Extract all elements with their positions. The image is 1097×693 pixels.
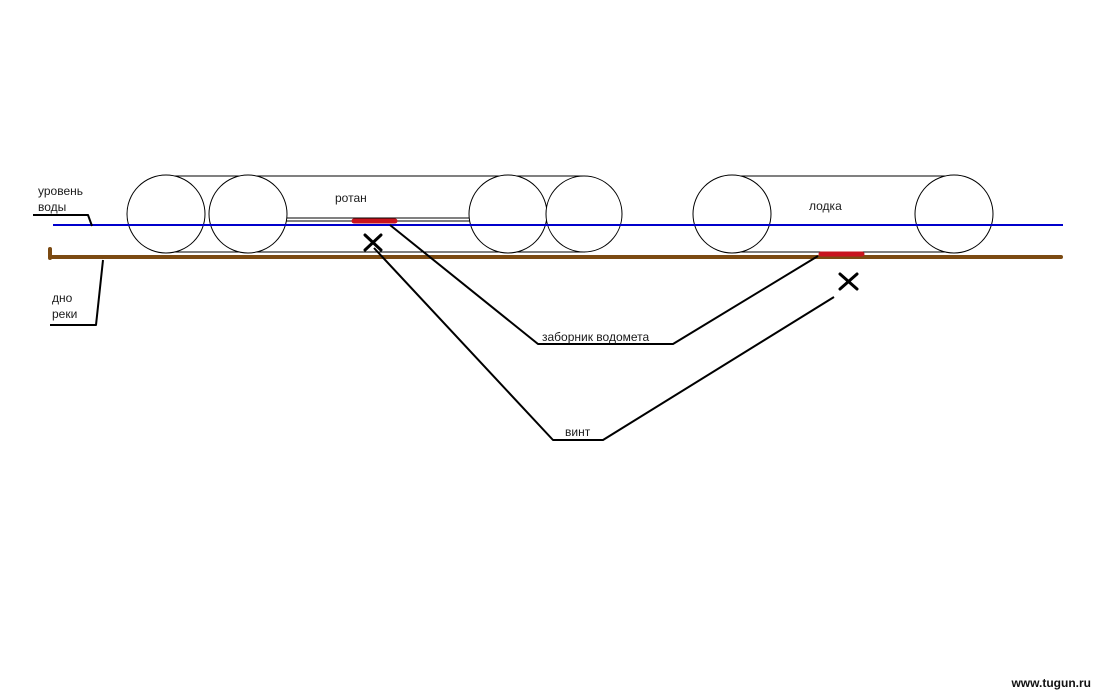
water-jet-intake-label: заборник водомета (542, 330, 650, 344)
lodka-propeller-cross-icon (838, 272, 859, 291)
rotan-pontoon-1 (126, 174, 206, 254)
river-bottom-label-line1: дно (52, 291, 73, 305)
intake-leader (389, 224, 819, 345)
propeller-label: винт (565, 425, 591, 439)
lodka-pontoon-1 (692, 174, 772, 254)
lodka-pontoon-2 (914, 174, 994, 254)
rotan-pontoon-4 (545, 175, 623, 253)
watermark: www.tugun.ru (1010, 676, 1091, 690)
water-level-label-line1: уровень (38, 184, 83, 198)
boat-label: лодка (809, 199, 842, 213)
rotan-pontoon-2 (208, 174, 288, 254)
rotan-pontoon-3 (468, 174, 548, 254)
rotan-boat (126, 174, 623, 254)
lodka-boat (692, 174, 994, 254)
river-bottom-label-line2: реки (52, 307, 77, 321)
water-level-label-line2: воды (38, 200, 66, 214)
rotan-label: ротан (335, 191, 367, 205)
river-bottom (48, 247, 1063, 260)
propeller-leader (373, 247, 835, 441)
water-level-leader (33, 214, 93, 227)
river-bottom-leader (50, 259, 104, 326)
rotan-propeller-cross-icon (363, 233, 383, 252)
